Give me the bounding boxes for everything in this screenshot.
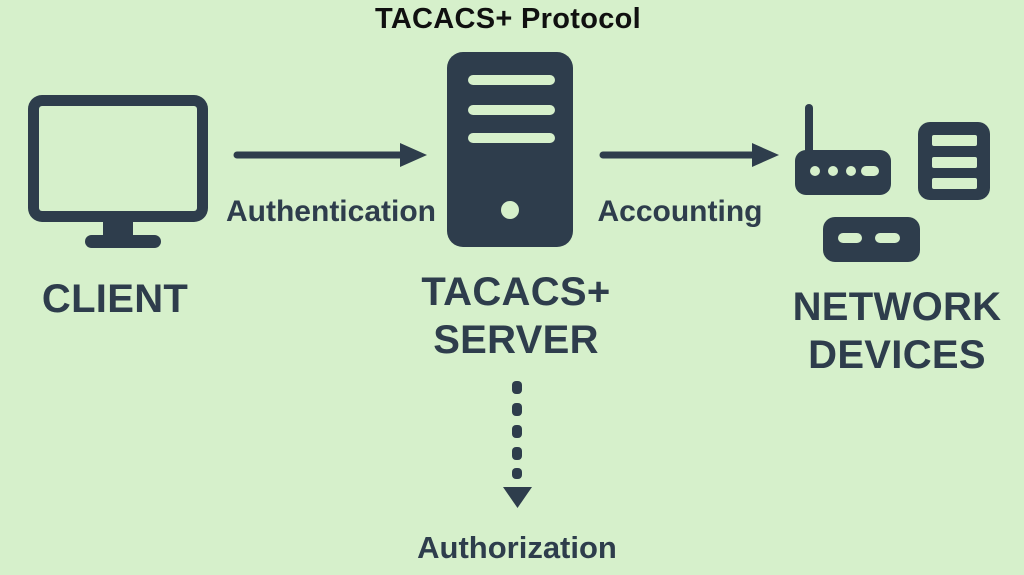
server-power-led xyxy=(501,201,519,219)
server-label-line2: SERVER xyxy=(433,318,599,362)
server-vent-slot xyxy=(468,105,555,115)
switch-port xyxy=(838,233,862,243)
router-led-dot xyxy=(810,166,820,176)
authorization-arrow xyxy=(503,381,532,508)
server-label: TACACS+ SERVER xyxy=(421,268,610,364)
stack-slot xyxy=(932,157,977,168)
server-tower-icon xyxy=(447,52,573,247)
accounting-arrow xyxy=(599,143,779,167)
router-led-dot xyxy=(846,166,856,176)
network-devices-label-line2: DEVICES xyxy=(808,333,986,377)
router-antenna-icon xyxy=(805,104,813,156)
wireless-router-icon xyxy=(795,150,891,195)
accounting-label: Accounting xyxy=(597,195,763,228)
diagram-title: TACACS+ Protocol xyxy=(374,3,642,35)
network-devices-label-line1: NETWORK xyxy=(792,285,1002,329)
authentication-label: Authentication xyxy=(226,195,436,228)
authorization-label: Authorization xyxy=(417,530,617,565)
server-vent-slot xyxy=(468,75,555,85)
router-led-dash xyxy=(861,166,879,176)
authentication-arrow xyxy=(233,143,427,167)
stack-slot xyxy=(932,178,977,189)
desktop-monitor-icon xyxy=(28,95,208,222)
network-switch-icon xyxy=(823,217,920,262)
monitor-stand-neck-icon xyxy=(103,221,133,238)
client-label: CLIENT xyxy=(41,277,189,321)
monitor-stand-base-icon xyxy=(85,235,161,248)
server-stack-icon xyxy=(918,122,990,200)
stack-slot xyxy=(932,135,977,146)
server-vent-slot xyxy=(468,133,555,143)
server-label-line1: TACACS+ xyxy=(421,270,611,314)
switch-port xyxy=(875,233,900,243)
network-devices-label: NETWORK DEVICES xyxy=(793,283,1002,379)
router-led-dot xyxy=(828,166,838,176)
monitor-screen xyxy=(39,106,197,211)
